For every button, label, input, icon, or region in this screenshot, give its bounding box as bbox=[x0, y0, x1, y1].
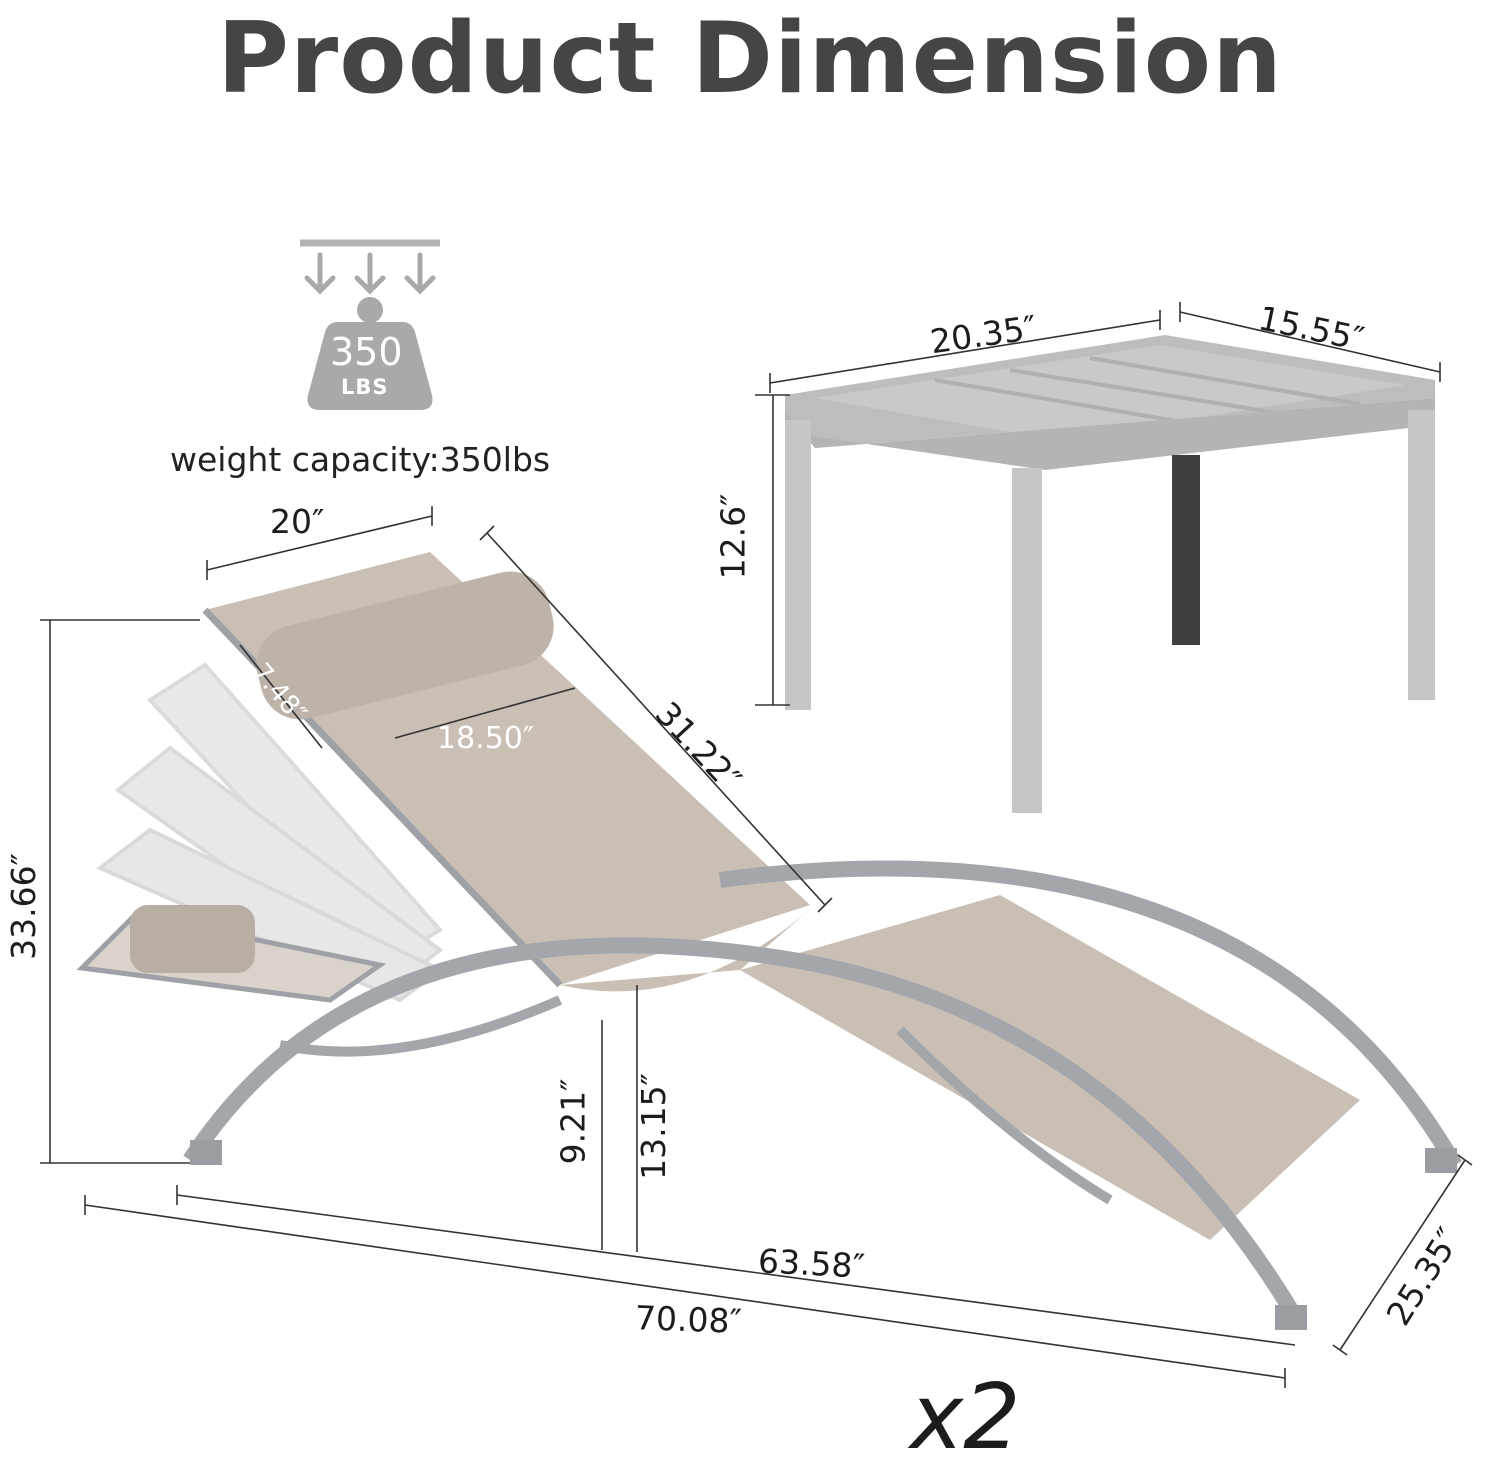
inner-length-label: 63.58″ bbox=[757, 1241, 866, 1286]
total-length-label: 70.08″ bbox=[634, 1298, 743, 1341]
lounge-chair-illustration bbox=[76, 552, 1462, 1330]
dimension-lines bbox=[40, 302, 1473, 1388]
quantity-label: x2 bbox=[910, 1365, 1021, 1470]
weight-number: 350 bbox=[330, 330, 403, 374]
weight-icon bbox=[300, 239, 440, 410]
page-title: Product Dimension bbox=[217, 2, 1283, 116]
seat-height-low-label: 9.21″ bbox=[553, 1078, 593, 1165]
table-height-label: 12.6″ bbox=[713, 493, 753, 580]
total-height-label: 33.66″ bbox=[3, 853, 43, 960]
back-width-label: 20″ bbox=[270, 502, 325, 541]
weight-unit: LBS bbox=[341, 375, 389, 399]
pillow-width-label: 18.50″ bbox=[437, 721, 535, 756]
weight-capacity-label: weight capacity:350lbs bbox=[170, 440, 551, 479]
side-table-illustration bbox=[785, 335, 1435, 813]
seat-height-high-label: 13.15″ bbox=[633, 1073, 673, 1180]
